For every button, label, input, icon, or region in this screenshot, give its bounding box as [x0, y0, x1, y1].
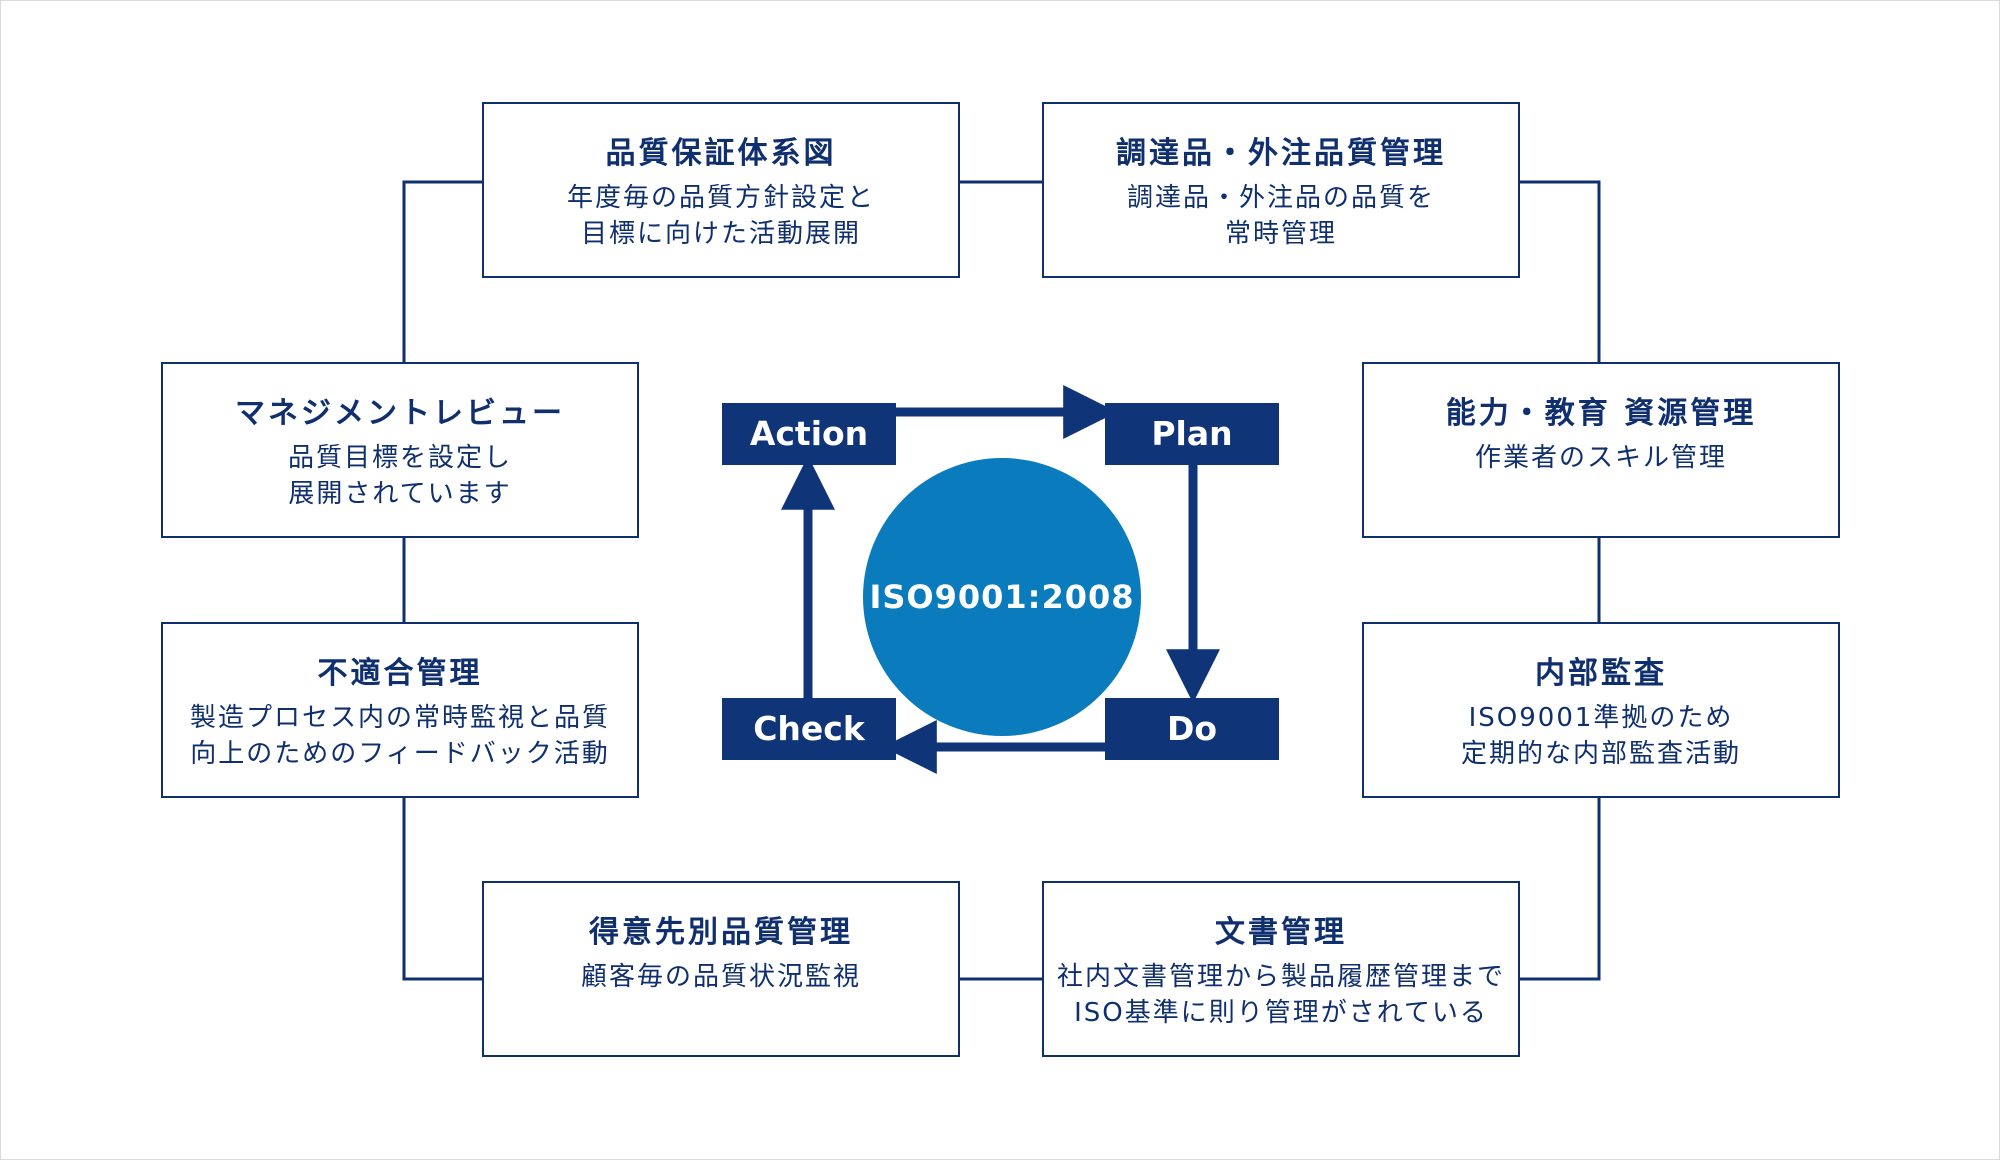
pdca-action: Action — [722, 403, 896, 465]
pdca-do: Do — [1105, 698, 1279, 760]
iso-center-circle: ISO9001:2008 — [863, 458, 1141, 736]
competence-title: 能力・教育 資源管理 — [1445, 396, 1757, 431]
internal-audit-title: 内部監査 — [1535, 656, 1667, 691]
document-desc: 社内文書管理から製品履歴管理まで ISO基準に則り管理がされている — [1056, 962, 1505, 1028]
nonconformity-desc: 製造プロセス内の常時監視と品質 向上のためのフィードバック活動 — [189, 703, 610, 769]
procurement-desc: 調達品・外注品の品質を 常時管理 — [1126, 183, 1435, 249]
competence-desc: 作業者のスキル管理 — [1474, 443, 1727, 473]
customer-quality-title: 得意先別品質管理 — [589, 915, 853, 950]
qa-system-box: 品質保証体系図 年度毎の品質方針設定と 目標に向けた活動展開 — [482, 102, 960, 278]
customer-quality-desc: 顧客毎の品質状況監視 — [580, 962, 861, 992]
pdca-plan: Plan — [1105, 403, 1279, 465]
procurement-box: 調達品・外注品質管理 調達品・外注品の品質を 常時管理 — [1042, 102, 1520, 278]
qa-system-title: 品質保証体系図 — [605, 136, 837, 171]
pdca-check: Check — [722, 698, 896, 760]
management-review-title: マネジメントレビュー — [235, 396, 565, 431]
document-title: 文書管理 — [1215, 915, 1347, 950]
procurement-title: 調達品・外注品質管理 — [1116, 136, 1446, 171]
document-box: 文書管理 社内文書管理から製品履歴管理まで ISO基準に則り管理がされている — [1042, 881, 1520, 1057]
outer-loop-line-right — [1520, 180, 1601, 981]
competence-box: 能力・教育 資源管理 作業者のスキル管理 — [1362, 362, 1840, 538]
management-review-box: マネジメントレビュー 品質目標を設定し 展開されています — [161, 362, 639, 538]
qa-system-desc: 年度毎の品質方針設定と 目標に向けた活動展開 — [566, 183, 875, 249]
customer-quality-box: 得意先別品質管理 顧客毎の品質状況監視 — [482, 881, 960, 1057]
nonconformity-title: 不適合管理 — [317, 656, 483, 691]
nonconformity-box: 不適合管理 製造プロセス内の常時監視と品質 向上のためのフィードバック活動 — [161, 622, 639, 798]
internal-audit-box: 内部監査 ISO9001準拠のため 定期的な内部監査活動 — [1362, 622, 1840, 798]
management-review-desc: 品質目標を設定し 展開されています — [287, 443, 512, 509]
internal-audit-desc: ISO9001準拠のため 定期的な内部監査活動 — [1460, 703, 1741, 769]
outer-loop-line — [402, 180, 482, 981]
